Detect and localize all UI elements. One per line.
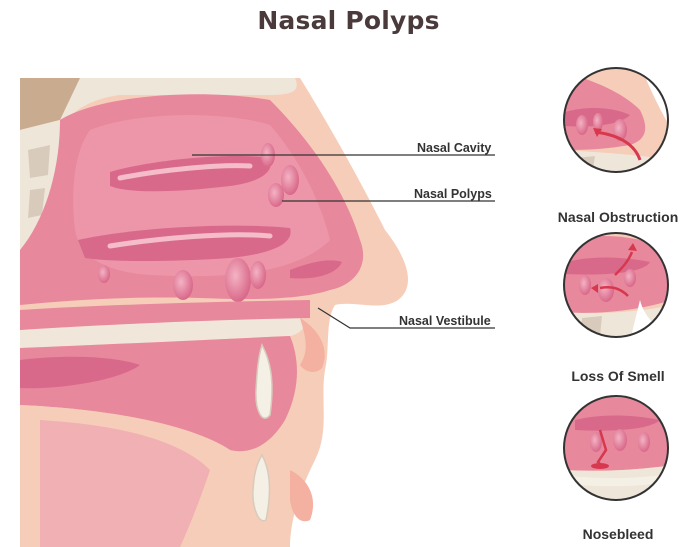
- caption-nosebleed: Nosebleed: [582, 526, 654, 542]
- page-title: Nasal Polyps: [257, 6, 440, 35]
- polyps: [98, 143, 299, 302]
- caption-loss-of-smell: Loss Of Smell: [571, 368, 665, 384]
- leader-lines: [192, 154, 495, 329]
- label-nasal-cavity: Nasal Cavity: [417, 141, 492, 155]
- label-nasal-polyps: Nasal Polyps: [414, 187, 492, 201]
- label-nasal-vestibule: Nasal Vestibule: [399, 314, 491, 328]
- head-cross-section: [20, 78, 408, 547]
- symptom-circle-nosebleed: [564, 396, 668, 500]
- symptom-circle-loss-of-smell: [564, 233, 668, 337]
- symptom-circle-nasal-obstruction: [564, 68, 668, 172]
- caption-nasal-obstruction: Nasal Obstruction: [557, 209, 679, 225]
